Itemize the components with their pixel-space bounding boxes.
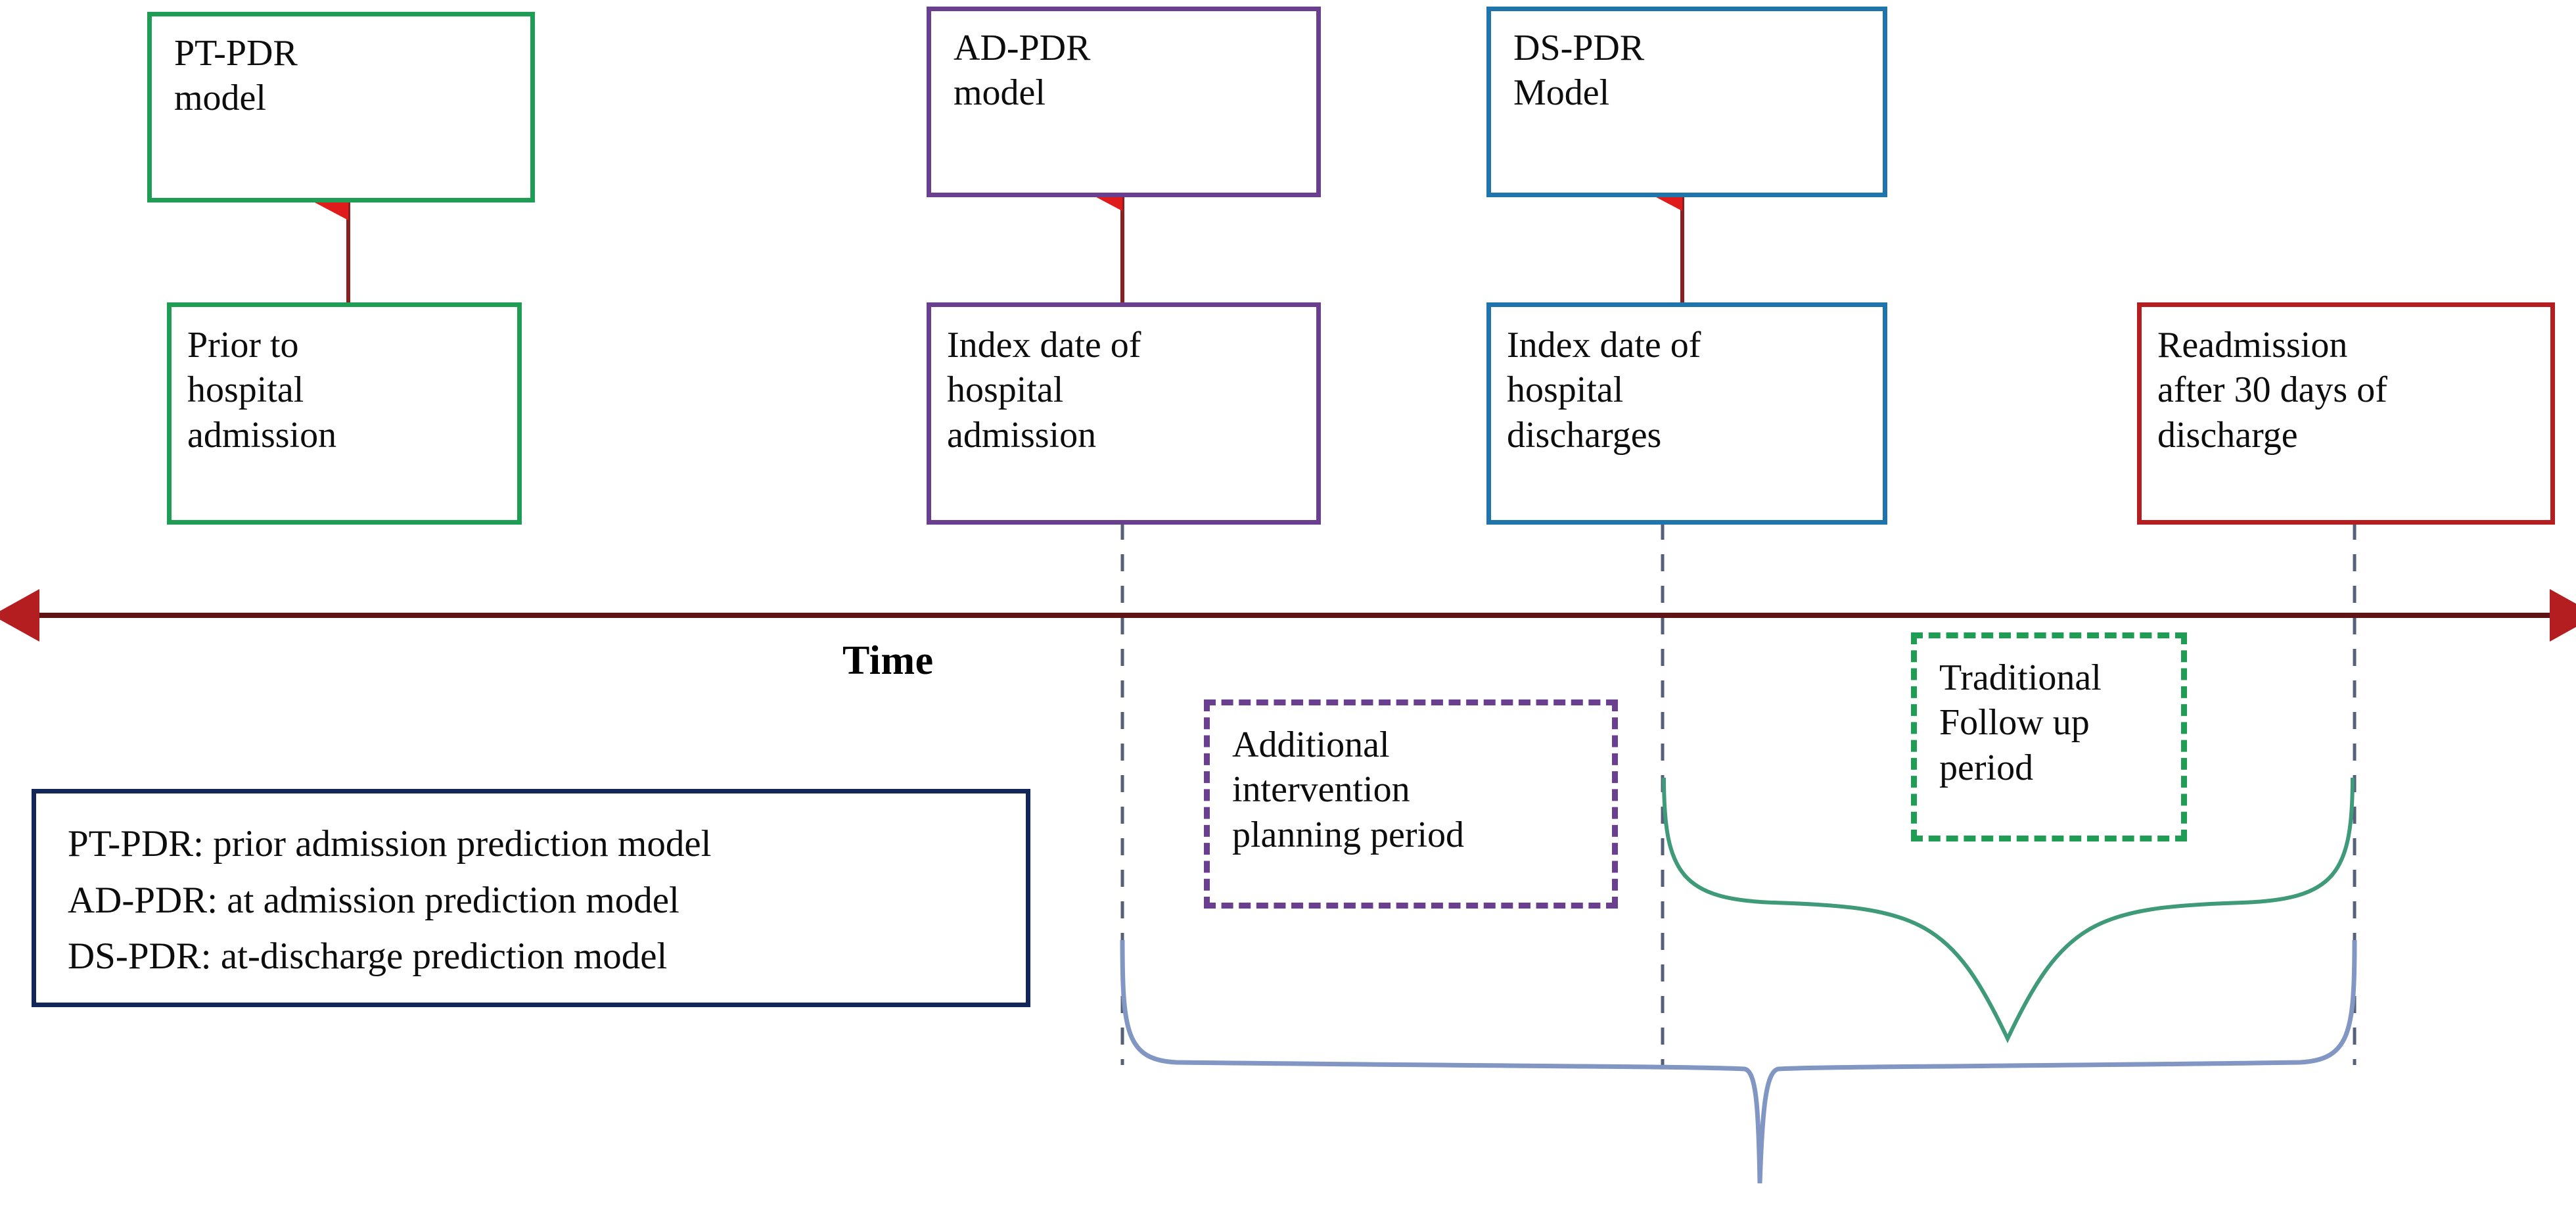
legend-line-ad-pdr: AD-PDR: at admission prediction model xyxy=(68,879,679,921)
model-box-ad-pdr[interactable]: AD-PDR model xyxy=(927,7,1321,197)
event-box-index-admission[interactable]: Index date of hospital admission xyxy=(927,302,1321,525)
event-box-readmission[interactable]: Readmission after 30 days of discharge xyxy=(2137,302,2555,525)
event-box-prior-admission[interactable]: Prior to hospital admission xyxy=(167,302,522,525)
model-box-ds-pdr[interactable]: DS-PDR Model xyxy=(1486,7,1887,197)
event-box-index-discharge[interactable]: Index date of hospital discharges xyxy=(1486,302,1887,525)
time-axis-label: Time xyxy=(842,638,934,683)
period-box-additional-intervention[interactable]: Additional intervention planning period xyxy=(1204,699,1618,909)
legend-line-ds-pdr: DS-PDR: at-discharge prediction model xyxy=(68,935,668,977)
model-box-pt-pdr[interactable]: PT-PDR model xyxy=(147,12,535,202)
legend-line-pt-pdr: PT-PDR: prior admission prediction model xyxy=(68,823,712,864)
brace-full-period xyxy=(1120,939,2357,1184)
period-box-traditional-followup[interactable]: Traditional Follow up period xyxy=(1911,632,2187,841)
legend-box: PT-PDR: prior admission prediction model… xyxy=(32,789,1030,1007)
